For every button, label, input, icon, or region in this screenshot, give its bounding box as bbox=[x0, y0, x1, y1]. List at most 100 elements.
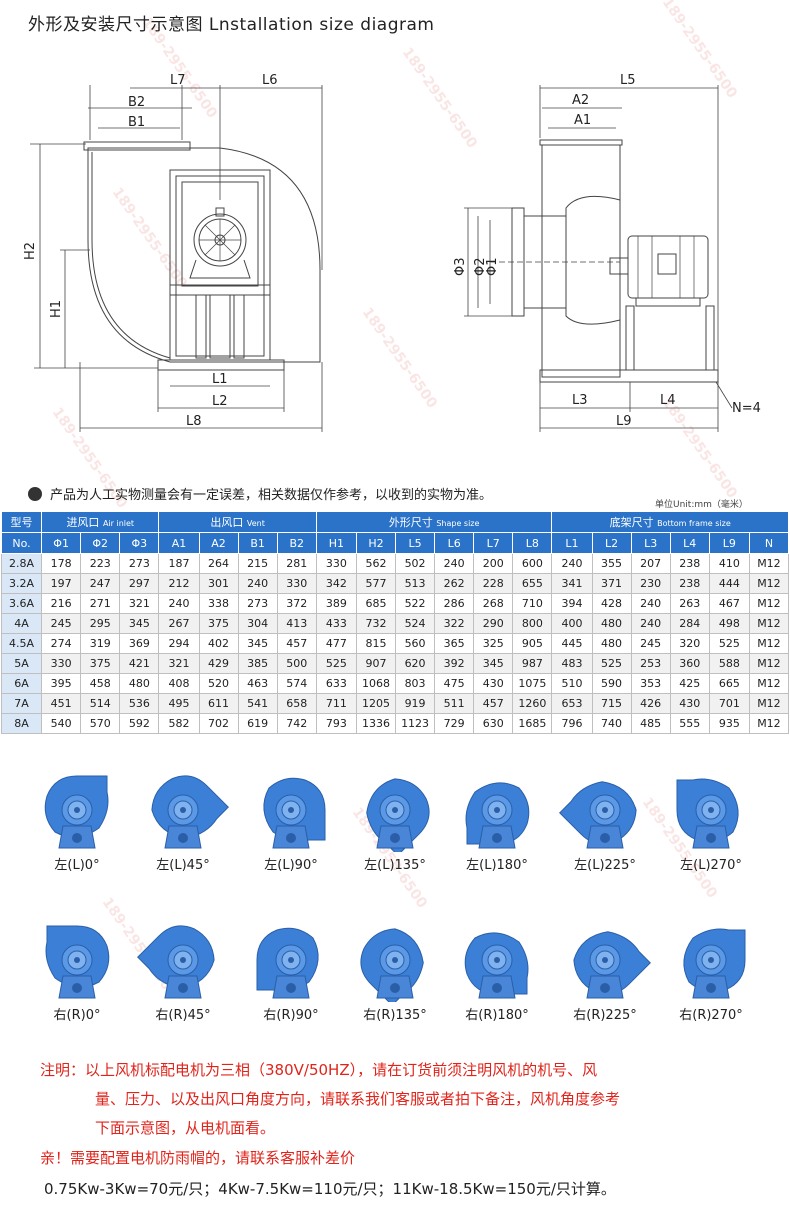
column-header: N bbox=[748, 532, 790, 554]
table-cell: M12 bbox=[748, 593, 790, 614]
fan-orientation-label: 左(L)135° bbox=[364, 858, 426, 873]
table-cell: 498 bbox=[708, 613, 750, 634]
fan-icon bbox=[22, 920, 132, 1002]
dim-label-A2: A2 bbox=[572, 93, 589, 108]
dim-label-N: N=4 bbox=[732, 401, 761, 416]
table-cell: 360 bbox=[669, 653, 710, 674]
column-header: Φ3 bbox=[119, 532, 160, 554]
table-cell: 620 bbox=[395, 653, 436, 674]
fan-orientation-item: 左(L)45° bbox=[128, 770, 238, 873]
watermark-text: 189-2955-6500 bbox=[358, 304, 441, 412]
table-cell: 330 bbox=[315, 553, 357, 574]
table-cell: 253 bbox=[630, 653, 671, 674]
table-cell: 451 bbox=[41, 693, 82, 714]
fan-orientation-item: 右(R)0° bbox=[22, 920, 132, 1023]
column-header: A1 bbox=[158, 532, 200, 554]
fan-orientation-item: 右(R)90° bbox=[236, 920, 346, 1023]
dim-label-phi3: Φ3 bbox=[453, 257, 468, 276]
fan-orientation-label: 左(L)45° bbox=[156, 858, 210, 873]
table-cell: 588 bbox=[708, 653, 750, 674]
table-cell: 630 bbox=[473, 713, 514, 734]
table-cell: 711 bbox=[315, 693, 357, 714]
dim-label-L8: L8 bbox=[186, 414, 202, 429]
table-cell: 514 bbox=[80, 693, 121, 714]
column-header: B2 bbox=[276, 532, 317, 554]
dim-label-B2: B2 bbox=[128, 95, 145, 110]
bullet-icon bbox=[28, 487, 42, 501]
table-cell: 369 bbox=[119, 633, 160, 654]
rain-cap-prices: 0.75Kw-3Kw=70元/只；4Kw-7.5Kw=110元/只；11Kw-1… bbox=[44, 1180, 616, 1198]
group-header-model: 型号 bbox=[0, 511, 43, 533]
table-cell: 240 bbox=[434, 553, 475, 574]
table-cell: 524 bbox=[395, 613, 436, 634]
table-cell: 796 bbox=[551, 713, 593, 734]
table-cell: 463 bbox=[237, 673, 278, 694]
fan-orientation-label: 右(R)270° bbox=[679, 1008, 743, 1023]
table-cell: 395 bbox=[41, 673, 82, 694]
dim-label-H2: H2 bbox=[23, 242, 38, 260]
table-cell: 1685 bbox=[512, 713, 553, 734]
table-cell: 408 bbox=[158, 673, 200, 694]
table-cell: 560 bbox=[395, 633, 436, 654]
model-cell: 3.6A bbox=[0, 593, 43, 614]
table-cell: 228 bbox=[473, 573, 514, 594]
table-cell: 555 bbox=[669, 713, 710, 734]
table-cell: 715 bbox=[591, 693, 632, 714]
table-cell: 525 bbox=[708, 633, 750, 654]
table-cell: 685 bbox=[355, 593, 397, 614]
fan-icon bbox=[22, 770, 132, 852]
fan-icon bbox=[442, 920, 552, 1002]
table-cell: 570 bbox=[80, 713, 121, 734]
table-cell: 655 bbox=[512, 573, 553, 594]
table-cell: M12 bbox=[748, 573, 790, 594]
table-cell: 536 bbox=[119, 693, 160, 714]
table-cell: 297 bbox=[119, 573, 160, 594]
group-header-frame: 底架尺寸 Bottom frame size bbox=[551, 511, 789, 533]
table-cell: 273 bbox=[237, 593, 278, 614]
table-cell: 467 bbox=[708, 593, 750, 614]
table-cell: 267 bbox=[158, 613, 200, 634]
table-cell: 430 bbox=[473, 673, 514, 694]
table-cell: 513 bbox=[395, 573, 436, 594]
measurement-note: 产品为人工实物测量会有一定误差，相关数据仅作参考，以收到的实物为准。 bbox=[50, 488, 493, 503]
table-cell: 935 bbox=[708, 713, 750, 734]
table-cell: 321 bbox=[119, 593, 160, 614]
front-view-diagram: L7 L6 B2 B1 H2 H1 L1 L2 L8 bbox=[23, 73, 323, 432]
model-cell: 3.2A bbox=[0, 573, 43, 594]
fan-icon bbox=[236, 770, 346, 852]
table-cell: 325 bbox=[473, 633, 514, 654]
table-cell: 421 bbox=[119, 653, 160, 674]
table-cell: 413 bbox=[276, 613, 317, 634]
dim-label-A1: A1 bbox=[574, 113, 591, 128]
table-cell: 480 bbox=[591, 613, 632, 634]
table-cell: 274 bbox=[41, 633, 82, 654]
page-title: 外形及安装尺寸示意图 Lnstallation size diagram bbox=[28, 15, 435, 35]
table-cell: 619 bbox=[237, 713, 278, 734]
dim-label-H1: H1 bbox=[49, 300, 64, 318]
table-cell: 511 bbox=[434, 693, 475, 714]
column-header: L8 bbox=[512, 532, 553, 554]
column-header: B1 bbox=[237, 532, 278, 554]
table-cell: 480 bbox=[591, 633, 632, 654]
table-cell: 322 bbox=[434, 613, 475, 634]
table-cell: 238 bbox=[669, 573, 710, 594]
table-cell: 633 bbox=[315, 673, 357, 694]
table-cell: 520 bbox=[198, 673, 239, 694]
table-cell: 295 bbox=[80, 613, 121, 634]
side-view-diagram: L5 A2 A1 Φ3 Φ2 Φ1 L3 L4 L9 N=4 bbox=[453, 73, 761, 432]
fan-orientation-item: 右(R)135° bbox=[340, 920, 450, 1023]
table-cell: 200 bbox=[473, 553, 514, 574]
column-header: L2 bbox=[591, 532, 632, 554]
table-cell: 240 bbox=[551, 553, 593, 574]
table-cell: 800 bbox=[512, 613, 553, 634]
table-cell: 345 bbox=[119, 613, 160, 634]
table-cell: 262 bbox=[434, 573, 475, 594]
table-cell: M12 bbox=[748, 613, 790, 634]
table-cell: 732 bbox=[355, 613, 397, 634]
table-cell: 803 bbox=[395, 673, 436, 694]
